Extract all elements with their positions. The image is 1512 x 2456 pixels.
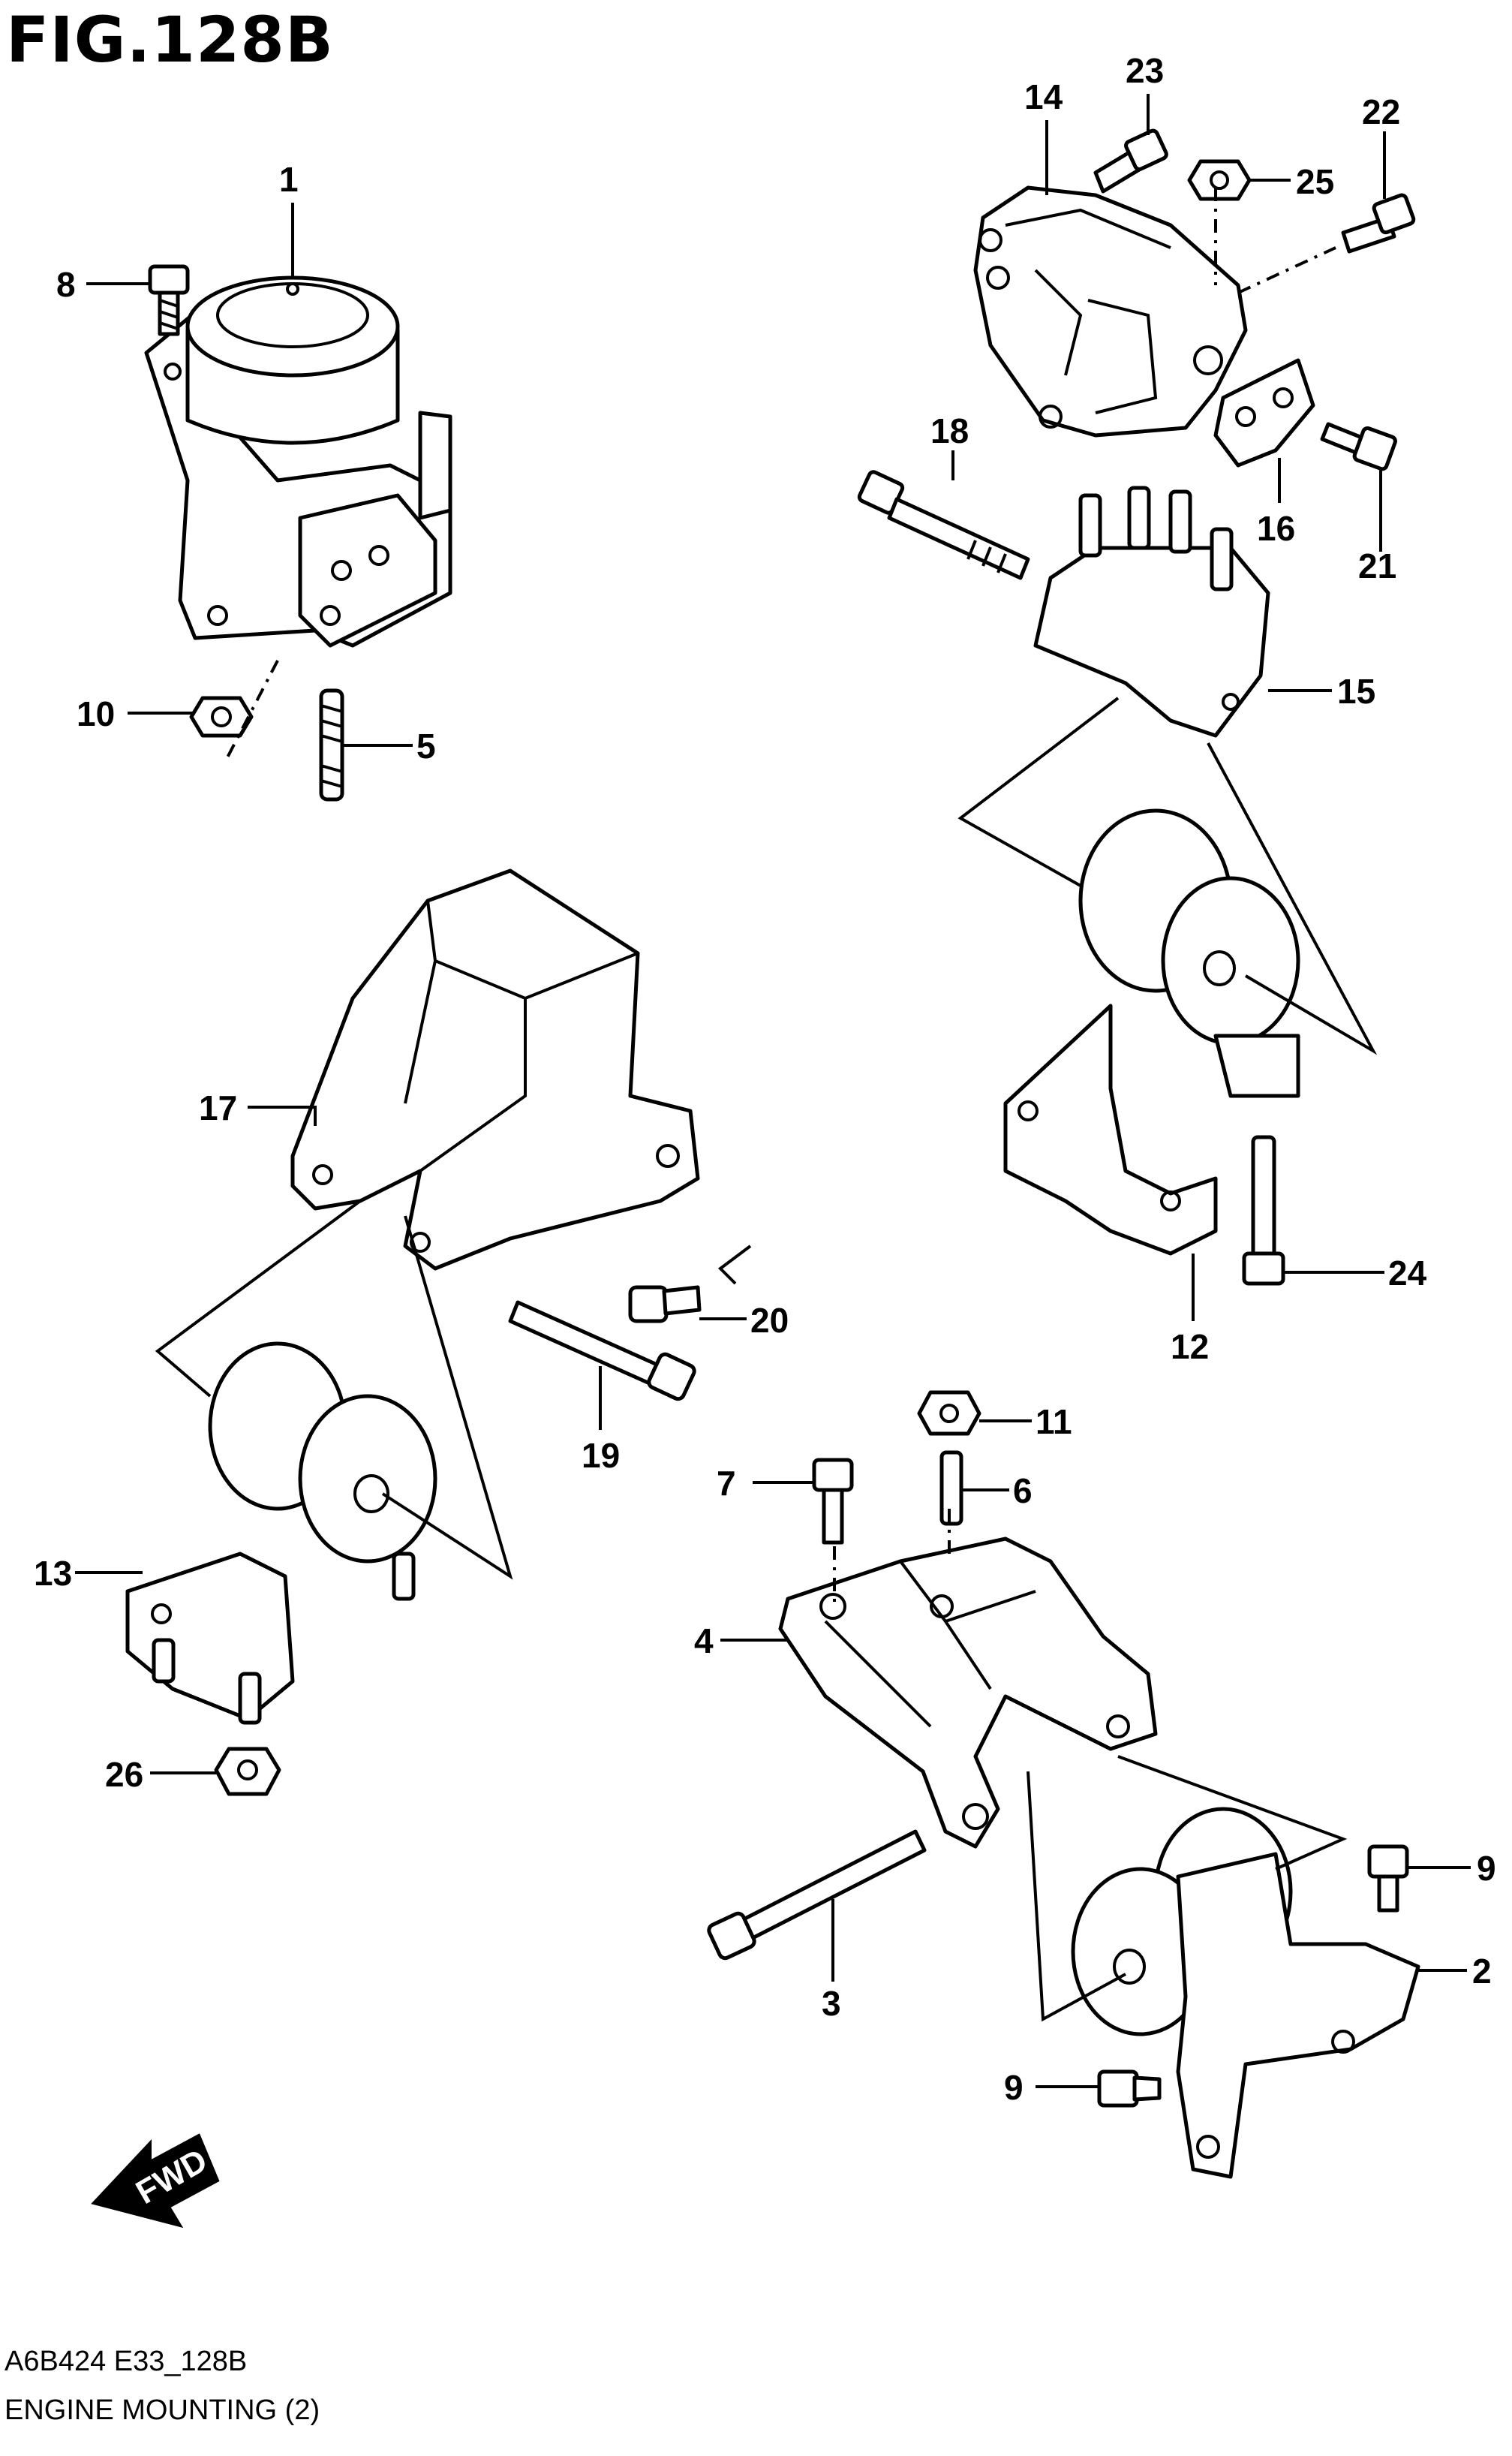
callout-22: 22 (1362, 92, 1400, 131)
part-bolt-22 (1341, 193, 1416, 254)
figure-code: A6B424 E33_128B (5, 2346, 248, 2377)
callout-leaders (75, 94, 1471, 2088)
part-mount-13 (125, 1341, 437, 1725)
callout-14: 14 (1024, 77, 1063, 116)
part-bolt-8 (148, 264, 190, 336)
figure-title: FIG.128B (6, 3, 334, 77)
part-bracket-17 (290, 868, 700, 1271)
callout-4: 4 (694, 1621, 714, 1660)
part-bolt-7 (812, 1458, 854, 1545)
callout-5: 5 (416, 727, 436, 766)
part-bolt-24 (1242, 1135, 1285, 1286)
callout-12: 12 (1171, 1327, 1209, 1366)
part-bolt-3 (707, 1829, 927, 1961)
part-nut-10 (189, 696, 254, 738)
callout-26: 26 (105, 1755, 143, 1794)
callout-23: 23 (1126, 51, 1164, 90)
part-mount-2 (1071, 1807, 1420, 2179)
callout-2: 2 (1472, 1952, 1492, 1991)
part-bracket-14 (973, 185, 1248, 438)
callout-13: 13 (34, 1554, 72, 1593)
part-engine-mount-upper (144, 275, 452, 648)
callout-3: 3 (822, 1984, 841, 2023)
part-bolt-20 (628, 1285, 702, 1323)
part-mount-12 (1003, 808, 1300, 1256)
fwd-arrow: FWD (91, 2133, 220, 2229)
callout-17: 17 (199, 1088, 237, 1127)
connector-lines (155, 697, 1378, 2022)
part-bolt-19 (508, 1300, 696, 1401)
part-stud-6 (939, 1450, 963, 1526)
callout-21: 21 (1358, 546, 1396, 585)
callout-15: 15 (1337, 672, 1375, 711)
part-bolt-21 (1320, 422, 1397, 471)
callout-6: 6 (1013, 1471, 1033, 1510)
part-bolt-18 (857, 470, 1030, 580)
part-nut-25 (1187, 159, 1252, 201)
callout-8: 8 (56, 265, 76, 304)
part-bolt-9b (1097, 2069, 1162, 2108)
callout-9-upper: 9 (1477, 1849, 1496, 1888)
callout-16: 16 (1257, 509, 1295, 548)
part-stud-5 (319, 688, 344, 802)
callout-19: 19 (582, 1436, 620, 1475)
callout-18: 18 (930, 411, 969, 450)
callout-9-lower: 9 (1004, 2068, 1024, 2107)
part-mount-15 (1033, 486, 1270, 738)
callout-1: 1 (279, 160, 299, 199)
figure-name: ENGINE MOUNTING (2) (5, 2394, 320, 2426)
part-nut-26 (214, 1747, 281, 1796)
part-bracket-4 (778, 1537, 1158, 1849)
callouts: 1 8 10 5 14 23 22 25 18 16 21 15 17 20 1… (34, 51, 1496, 2107)
callout-24: 24 (1388, 1254, 1427, 1293)
callout-7: 7 (717, 1464, 736, 1503)
part-nut-11 (917, 1390, 981, 1436)
assembly-lines (224, 188, 1336, 1606)
callout-20: 20 (750, 1301, 789, 1340)
part-bolt-9a (1367, 1844, 1409, 1913)
callout-25: 25 (1296, 162, 1334, 201)
callout-11: 11 (1036, 1402, 1072, 1441)
callout-10: 10 (77, 694, 115, 733)
part-plate-16 (1213, 358, 1315, 468)
part-bolt-23 (1093, 128, 1168, 194)
